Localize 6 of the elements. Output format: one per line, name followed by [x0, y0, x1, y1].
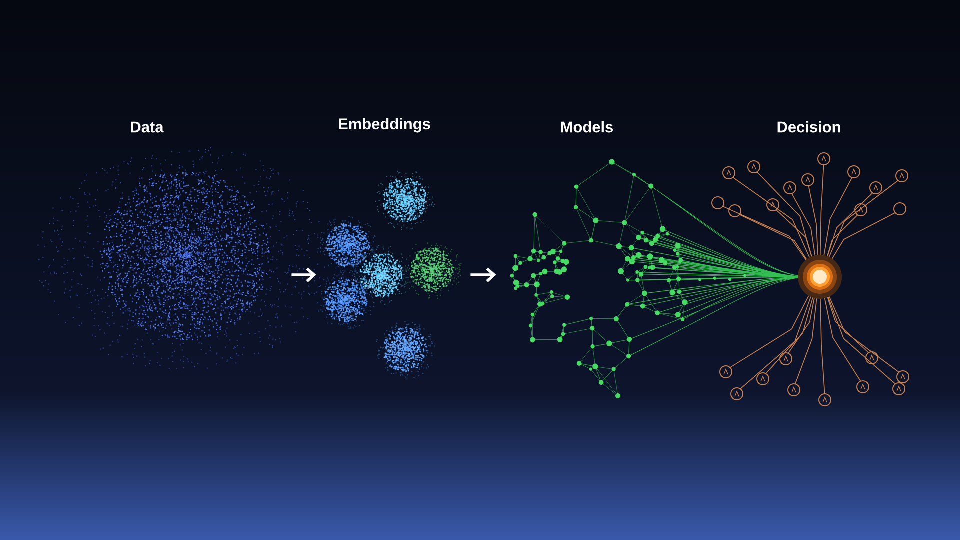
arrow: [292, 268, 316, 282]
arrow: [470, 268, 496, 282]
stage-heading: Data: [131, 122, 164, 133]
stage-heading: Decision: [778, 121, 840, 133]
stage-heading: Models: [561, 121, 614, 133]
stage-heading: Embeddings: [339, 118, 430, 133]
